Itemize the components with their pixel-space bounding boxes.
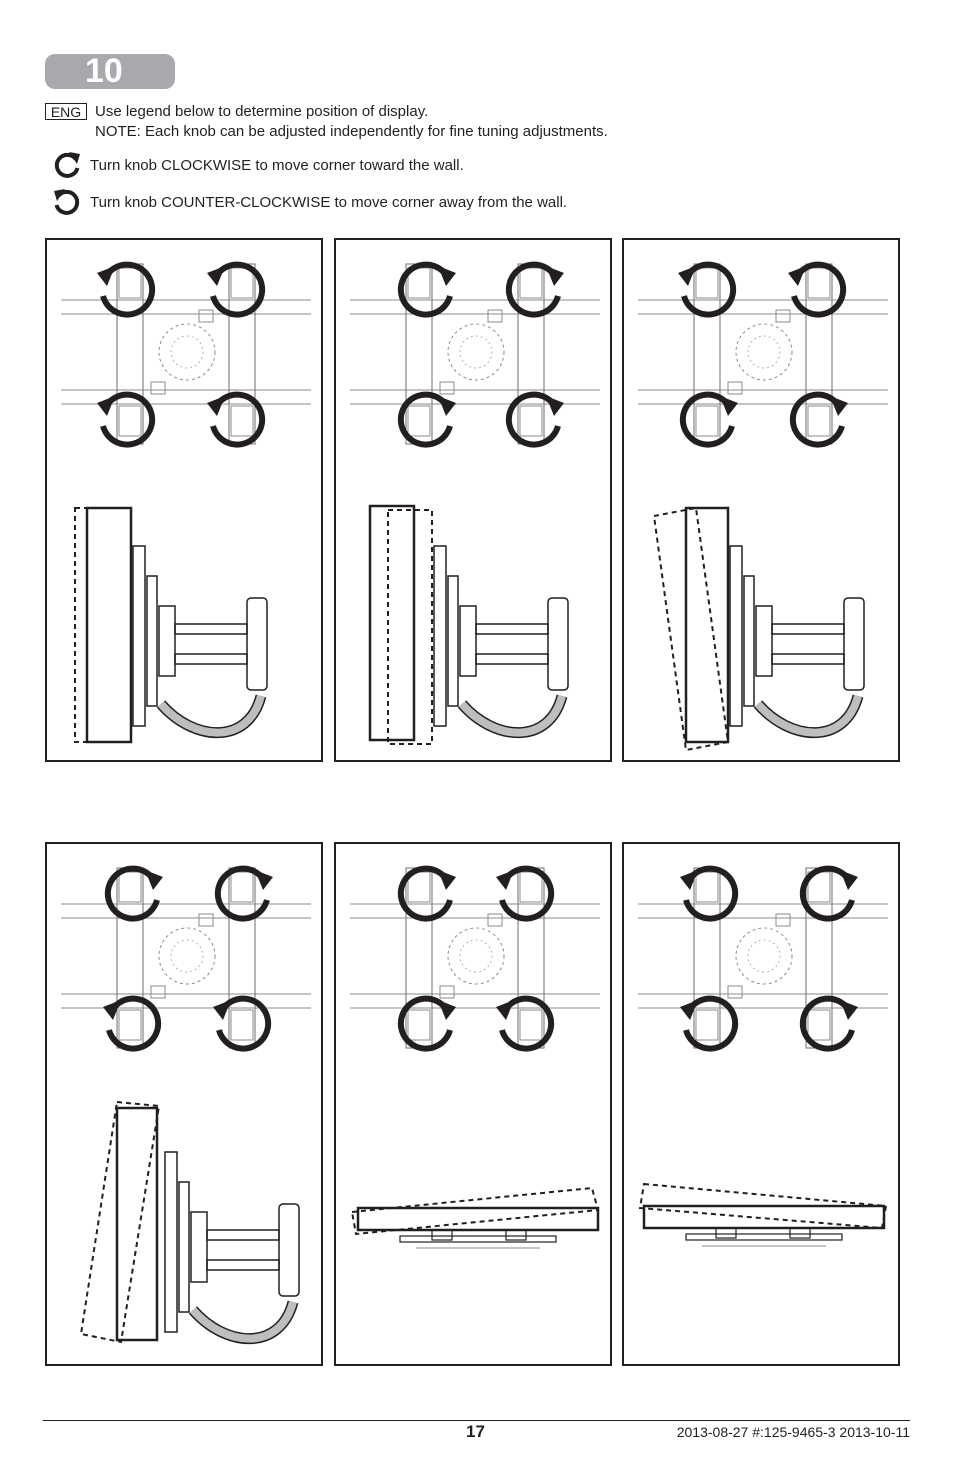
knob-top-right-cw-icon [218,869,273,919]
display-side-view [684,506,730,744]
display-outline-dashed [350,1186,600,1236]
knob-top-right-ccw-icon [496,869,551,919]
counterclockwise-arrow-icon [54,189,80,215]
knob-bottom-left-ccw-icon [103,999,158,1049]
step-number-badge: 10 [45,54,175,89]
display-top-view [356,1206,600,1232]
document-info: 2013-08-27 #:125-9465-3 2013-10-11 [676,1424,910,1440]
knob-bottom-left-cw-icon [683,395,738,445]
adjustment-panel-2 [334,238,612,762]
knob-bottom-right-ccw-icon [496,999,551,1049]
knob-top-left-ccw-icon [97,265,152,315]
adjustment-panel-3 [622,238,900,762]
knob-top-left-ccw-icon [678,265,733,315]
clockwise-arrow-icon [54,152,80,178]
knob-bottom-right-ccw-icon [207,395,262,445]
knob-bottom-right-ccw-icon [213,999,268,1049]
display-outline-dashed [652,506,730,752]
knob-bottom-left-cw-icon [401,395,456,445]
knob-bottom-left-ccw-icon [680,999,735,1049]
language-tag: ENG [45,103,87,120]
knob-top-left-cw-icon [108,869,163,919]
page-number: 17 [466,1422,485,1441]
display-outline-dashed [79,1100,161,1344]
knob-bottom-right-cw-icon [509,395,564,445]
display-side-view [85,506,133,744]
footer-divider [43,1420,910,1421]
adjustment-panel-6 [622,842,900,1366]
display-side-view [115,1106,159,1342]
legend-clockwise-text: Turn knob CLOCKWISE to move corner towar… [90,157,464,174]
instruction-line: Use legend below to determine position o… [95,103,429,120]
display-side-view [368,504,416,742]
knob-top-left-cw-icon [401,869,456,919]
display-outline-dashed [74,507,132,743]
knob-top-right-ccw-icon [207,265,262,315]
knob-top-left-cw-icon [401,265,456,315]
adjustment-panel-1 [45,238,323,762]
display-outline-dashed [387,509,433,745]
knob-bottom-right-cw-icon [793,395,848,445]
note-line: NOTE: Each knob can be adjusted independ… [95,123,608,140]
adjustment-panel-4 [45,842,323,1366]
knob-top-left-ccw-icon [680,869,735,919]
knob-bottom-left-cw-icon [401,999,456,1049]
knob-top-right-ccw-icon [788,265,843,315]
knob-bottom-left-ccw-icon [97,395,152,445]
adjustment-panel-5 [334,842,612,1366]
legend-counterclockwise-text: Turn knob COUNTER-CLOCKWISE to move corn… [90,194,568,211]
knob-top-right-cw-icon [509,265,564,315]
display-outline-dashed [638,1182,888,1230]
